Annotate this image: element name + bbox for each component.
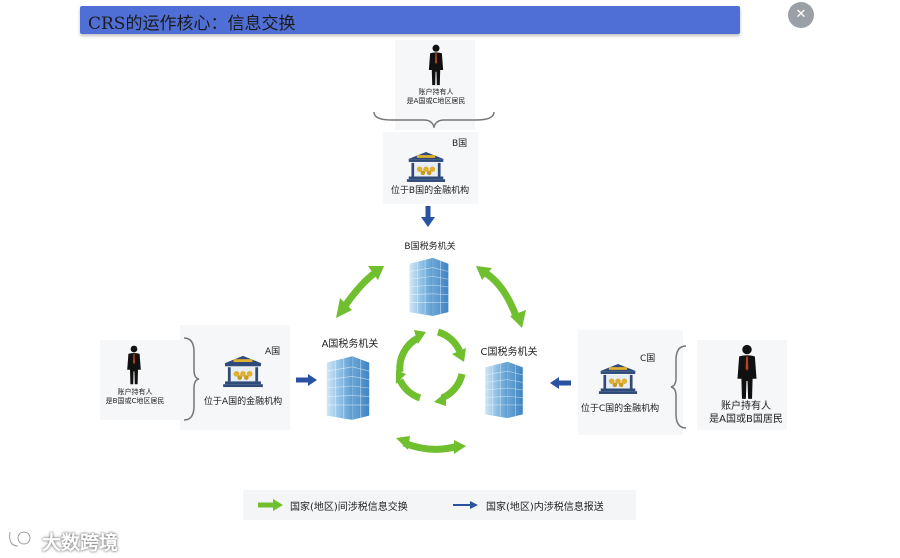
right-holder-title: 账户持有人: [721, 401, 771, 412]
page-title: CRS的运作核心：信息交换: [88, 14, 296, 34]
brace-right: [670, 345, 687, 429]
screenshot-close-icon[interactable]: ✕: [788, 2, 814, 28]
watermark-text: 大数跨境: [42, 532, 119, 554]
brace-top: [373, 111, 495, 128]
left-bank-label: 位于A国的金融机构: [203, 397, 283, 407]
legend-blue-arrow-icon: [453, 501, 478, 509]
arrow-bottom: [402, 439, 460, 453]
blue-arrow-down: [421, 206, 435, 227]
bg-panel-left: [100, 340, 180, 420]
legend-exchange-label: 国家(地区)间涉税信息交换: [290, 502, 408, 513]
right-holder-desc: 是A国或B国居民: [709, 414, 783, 425]
brace-left: [183, 337, 200, 421]
legend-domestic-label: 国家(地区)内涉税信息报送: [486, 502, 604, 513]
top-tax-label: B国税务机关: [404, 242, 456, 252]
left-holder-title: 账户持有人: [117, 388, 153, 396]
top-country-letter: B国: [452, 139, 468, 149]
cycle-arc-1: [396, 334, 420, 373]
top-holder-desc: 是A国或C地区居民: [406, 97, 466, 105]
right-tax-label: C国税务机关: [480, 347, 538, 358]
title-bar: [80, 6, 740, 34]
watermark-logo-icon: [8, 530, 32, 548]
right-bank-label: 位于C国的金融机构: [580, 404, 660, 414]
cycle-arc-2: [436, 328, 464, 354]
arrow-top-left: [342, 269, 379, 308]
top-bank-label: 位于B国的金融机构: [390, 186, 470, 196]
left-tax-label: A国税务机关: [321, 339, 379, 350]
cycle-arc-4: [396, 378, 422, 402]
right-country-letter: C国: [640, 354, 656, 364]
legend: [243, 490, 636, 520]
arrow-top-right: [482, 268, 520, 318]
left-country-letter: A国: [265, 347, 281, 357]
blue-arrow-left: [550, 377, 571, 389]
left-holder-desc: 是B国或C地区居民: [105, 397, 165, 405]
legend-green-arrow-icon: [258, 499, 283, 511]
top-holder-title: 账户持有人: [418, 88, 454, 96]
blue-arrow-right: [296, 374, 317, 386]
